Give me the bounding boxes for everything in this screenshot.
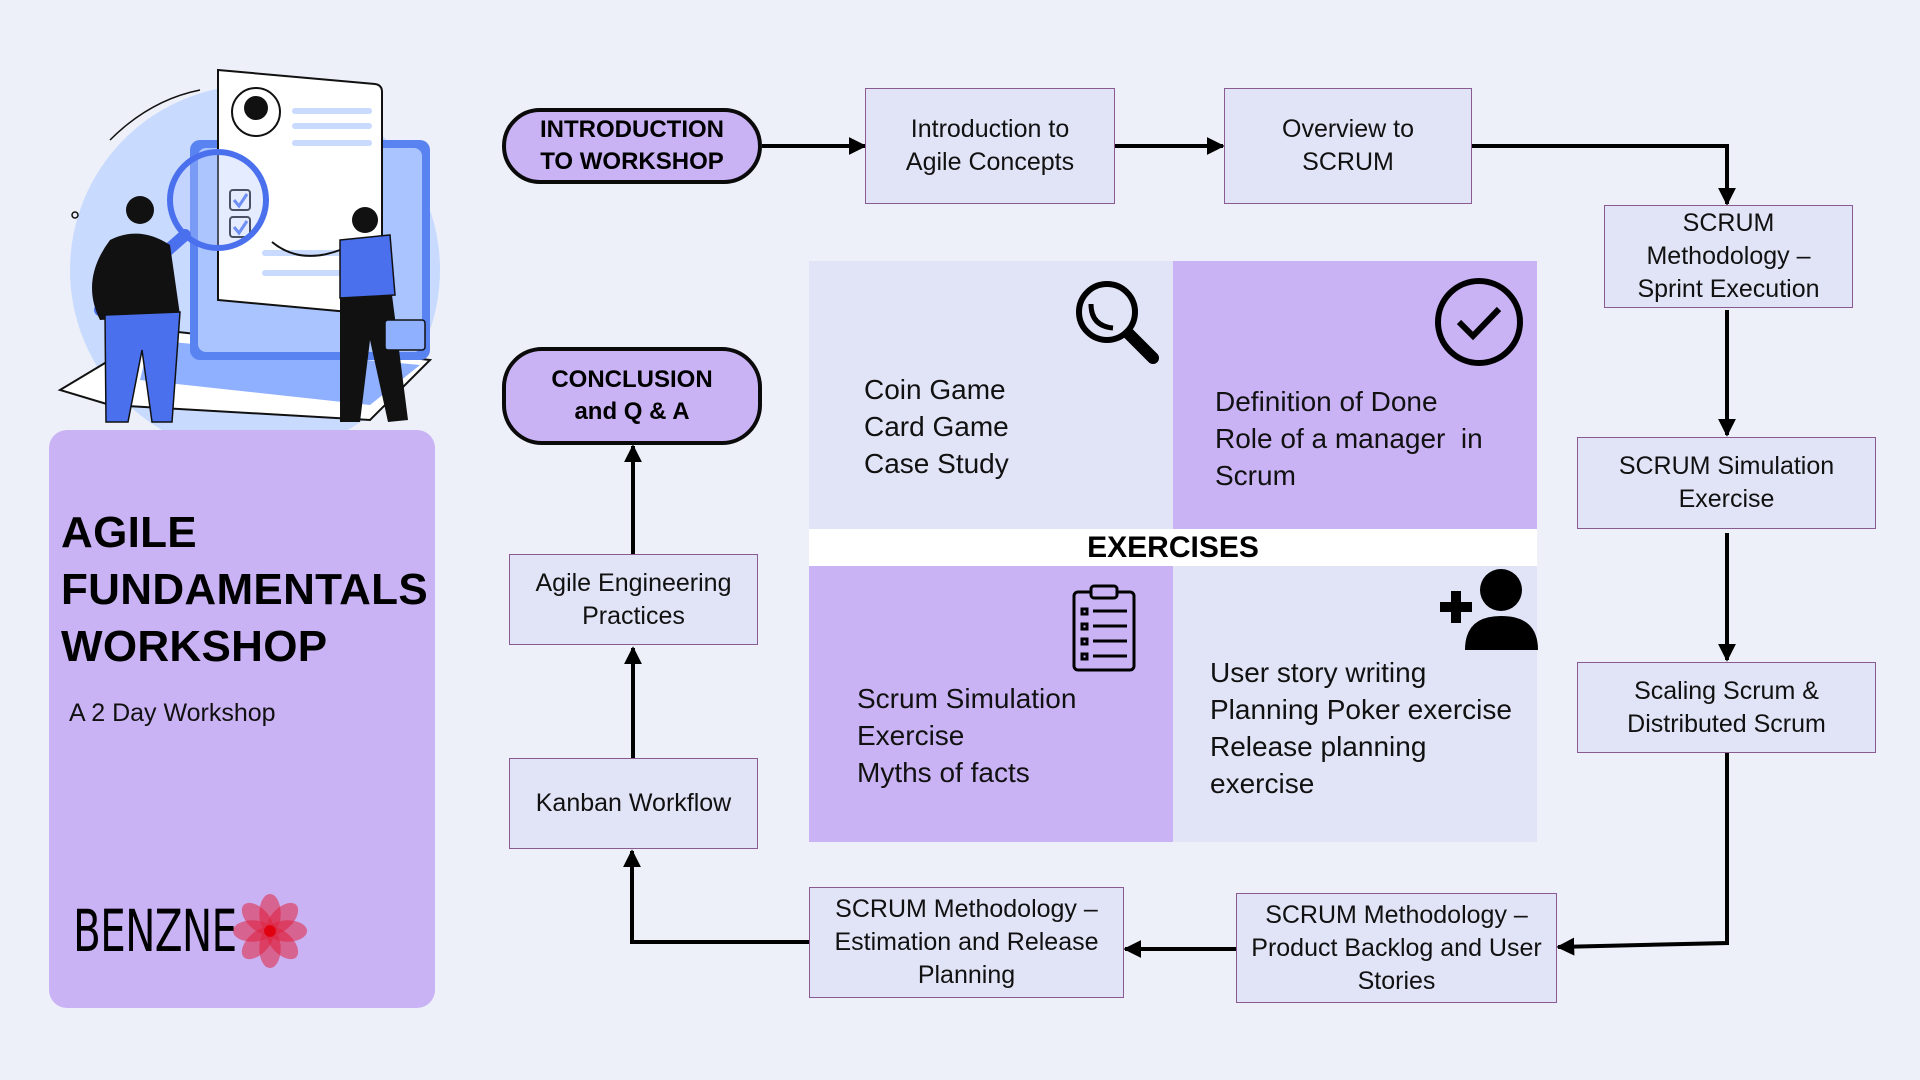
step-product-backlog[interactable]: SCRUM Methodology – Product Backlog and U… xyxy=(1236,893,1557,1003)
step-label: Practices xyxy=(582,601,685,630)
man-body xyxy=(92,233,180,320)
node-label: INTRODUCTION xyxy=(540,116,724,143)
exercise-item: User story writing xyxy=(1210,657,1427,688)
node-label: and Q & A xyxy=(574,398,690,425)
step-label: Exercise xyxy=(1678,485,1775,513)
step-kanban[interactable]: Kanban Workflow xyxy=(509,758,758,849)
check-circle-icon xyxy=(1435,278,1523,366)
exercise-item: Role of a manager in xyxy=(1215,423,1483,454)
conclusion-node[interactable]: CONCLUSION and Q & A xyxy=(502,347,762,445)
step-label: Estimation and Release xyxy=(834,928,1099,956)
doc-line xyxy=(292,108,372,114)
benzne-logo: BENZNE xyxy=(73,892,309,970)
woman-arm xyxy=(271,241,341,257)
step-label: SCRUM xyxy=(1682,209,1775,237)
exercise-item: Card Game xyxy=(864,411,1009,442)
exercise-item: Scrum xyxy=(1215,460,1296,491)
step-label: Agile Engineering xyxy=(535,568,732,597)
step-label: Stories xyxy=(1357,966,1436,995)
man-legs xyxy=(104,311,181,423)
step-label: SCRUM xyxy=(1302,148,1394,176)
arrow-scaling-to-backlog xyxy=(1556,753,1729,956)
step-label: SCRUM Simulation xyxy=(1618,452,1835,480)
doc-line xyxy=(262,270,362,276)
briefcase-icon xyxy=(384,319,426,351)
decor-dot xyxy=(71,211,79,219)
exercise-item: Release planning xyxy=(1210,731,1427,762)
exercise-item: Coin Game xyxy=(864,374,1006,405)
step-label: Distributed Scrum xyxy=(1627,709,1826,738)
exercises-heading: EXERCISES xyxy=(809,529,1537,566)
step-label: Scaling Scrum & xyxy=(1634,676,1819,705)
step-label: SCRUM Methodology – xyxy=(835,895,1098,923)
node-label: TO WORKSHOP xyxy=(540,148,724,175)
step-label: Kanban Workflow xyxy=(535,789,732,817)
step-scaling-scrum[interactable]: Scaling Scrum & Distributed Scrum xyxy=(1577,662,1876,753)
clipboard-list-icon xyxy=(1072,584,1136,672)
check-mark xyxy=(232,193,249,209)
add-user-icon xyxy=(1440,569,1538,650)
node-label: CONCLUSION xyxy=(551,366,713,393)
step-agile-concepts[interactable]: Introduction to Agile Concepts xyxy=(865,88,1115,204)
exercise-cell: Definition of Done Role of a manager in … xyxy=(1173,261,1537,529)
exercise-item: exercise xyxy=(1210,768,1315,799)
step-label: SCRUM Methodology – xyxy=(1265,900,1528,929)
title-line: AGILE xyxy=(61,508,197,557)
step-label: Sprint Execution xyxy=(1637,275,1820,303)
lotus-flower-icon xyxy=(232,893,308,969)
exercise-cell: User story writing Planning Poker exerci… xyxy=(1173,566,1538,842)
step-label: Product Backlog and User xyxy=(1251,933,1542,962)
exercise-item: Planning Poker exercise xyxy=(1210,694,1512,725)
avatar-head xyxy=(244,96,268,120)
hero-illustration xyxy=(57,68,440,455)
exercise-item: Case Study xyxy=(864,448,1009,479)
title-line: FUNDAMENTALS xyxy=(61,565,428,614)
magnifier-icon xyxy=(167,149,269,251)
step-label: Planning xyxy=(917,961,1016,989)
step-overview-scrum[interactable]: Overview to SCRUM xyxy=(1224,88,1472,204)
intro-workshop-node[interactable]: INTRODUCTION TO WORKSHOP xyxy=(502,108,762,184)
arrow-overview-to-sprint xyxy=(1472,144,1736,206)
workshop-subtitle: A 2 Day Workshop xyxy=(69,699,276,727)
step-label: Introduction to xyxy=(910,115,1070,143)
title-line: WORKSHOP xyxy=(61,622,328,671)
step-label: Agile Concepts xyxy=(905,148,1075,176)
step-label: Methodology – xyxy=(1646,242,1811,270)
step-sprint-execution[interactable]: SCRUM Methodology – Sprint Execution xyxy=(1604,205,1853,308)
exercise-item: Myths of facts xyxy=(857,757,1030,788)
exercise-item: Scrum Simulation xyxy=(857,683,1077,714)
check-mark xyxy=(232,220,249,236)
workshop-title: AGILE FUNDAMENTALS WORKSHOP xyxy=(61,504,428,675)
exercise-cell: Coin Game Card Game Case Study xyxy=(809,261,1173,529)
exercise-item: Exercise xyxy=(857,720,965,751)
decor-arc xyxy=(109,89,201,141)
arrow-estimation-to-kanban xyxy=(623,849,809,944)
woman-head xyxy=(352,207,378,233)
woman-shirt xyxy=(339,234,396,299)
step-label: Overview to xyxy=(1282,115,1414,143)
man-head xyxy=(126,196,154,224)
step-estimation-release[interactable]: SCRUM Methodology – Estimation and Releas… xyxy=(809,887,1124,998)
exercise-item: Definition of Done xyxy=(1215,386,1438,417)
exercise-cell: Scrum Simulation Exercise Myths of facts xyxy=(809,566,1173,842)
doc-line xyxy=(292,140,372,146)
magnifier-icon xyxy=(1076,281,1159,364)
doc-line xyxy=(292,123,372,129)
